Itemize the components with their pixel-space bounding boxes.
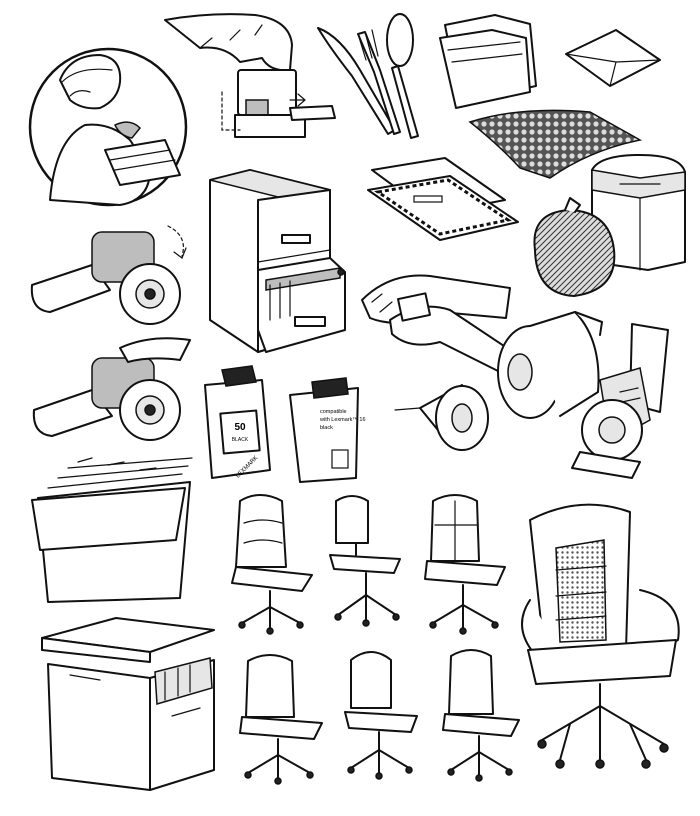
plastic-cutlery — [317, 13, 419, 139]
shredded-paper-bag — [533, 197, 616, 298]
paper-shredder — [591, 154, 686, 271]
bubble-wrap — [468, 109, 643, 179]
office-chair-2 — [329, 495, 401, 627]
office-chairs — [231, 494, 520, 785]
file-storage-box — [41, 617, 215, 791]
packing-tape-roll — [497, 311, 603, 419]
tape-dispenser-gun-top — [30, 225, 187, 325]
file-folders — [439, 14, 537, 109]
filing-cabinet — [209, 169, 346, 353]
hand-using-stamp-dater — [164, 13, 336, 138]
industrial-tape-dispenser — [571, 323, 669, 479]
ink-cartridge-compatible-16: compatible with Lexmark™ 16 black — [289, 377, 366, 483]
office-chair-3 — [424, 494, 506, 635]
ink-cartridge-lexmark-50: 50 BLACK LEXMARK — [204, 365, 271, 480]
hanging-file-folders — [31, 457, 193, 603]
office-chair-6 — [442, 649, 520, 782]
tyvek-envelope — [367, 157, 519, 241]
cartridge-color: BLACK — [232, 437, 249, 443]
woman-packing-box — [28, 47, 188, 207]
office-chair-4 — [239, 654, 323, 785]
masking-tape-roll — [394, 384, 489, 451]
envelope — [565, 29, 661, 87]
cartridge-number: 50 — [234, 422, 246, 433]
cartridge2-line3: black — [320, 425, 333, 431]
tape-dispenser-gun-bottom — [32, 337, 191, 441]
cartridge2-line2: with Lexmark™ 16 — [319, 417, 366, 423]
hands-with-sticky-note — [361, 274, 511, 373]
executive-leather-chair — [521, 503, 680, 769]
cartridge2-line1: compatible — [320, 409, 347, 415]
office-chair-5 — [344, 651, 418, 780]
office-chair-1 — [231, 494, 313, 635]
ink-cartridges: 50 BLACK LEXMARK compatible with Lexmark… — [204, 365, 366, 483]
